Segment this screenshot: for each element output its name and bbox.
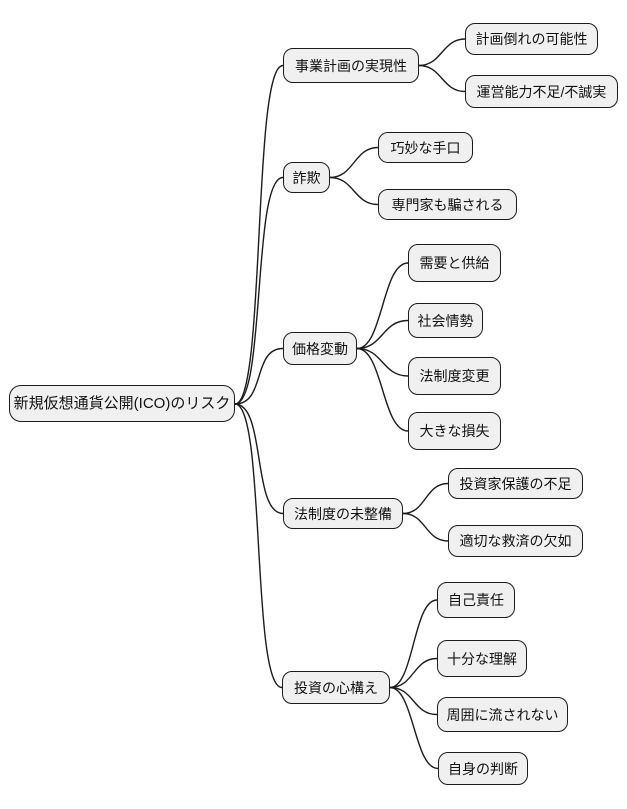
connector-investor-mindset-to-leaf-0 (389, 599, 438, 689)
connector-root-to-branch-price-volatility (234, 347, 284, 405)
leaf-node-lack-of-remedies: 適切な救済の欠如 (448, 525, 583, 557)
connector-business-plan-to-leaf-0 (418, 38, 466, 67)
root-node-ico-risk: 新規仮想通貨公開(ICO)のリスク (9, 385, 235, 422)
leaf-node-legal-changes: 法制度変更 (408, 357, 501, 395)
branch-node-investor-mindset: 投資の心構え (282, 671, 390, 704)
connector-legal-system-to-leaf-0 (402, 482, 449, 515)
leaf-node-own-judgment: 自身の判断 (438, 752, 528, 785)
connector-root-to-branch-investor-mindset (234, 403, 283, 689)
leaf-node-full-understanding: 十分な理解 (437, 640, 527, 677)
leaf-node-big-losses: 大きな損失 (408, 412, 501, 450)
branch-node-legal-system: 法制度の未整備 (283, 498, 403, 529)
connector-root-to-branch-business-plan (234, 64, 284, 405)
connector-fraud-to-leaf-0 (329, 146, 379, 179)
connector-fraud-to-leaf-1 (329, 176, 379, 206)
connector-investor-mindset-to-leaf-3 (389, 686, 439, 770)
leaf-node-incompetence-dishonesty: 運営能力不足/不誠実 (465, 75, 618, 108)
connector-price-volatility-to-leaf-1 (356, 319, 409, 350)
leaf-node-self-responsibility: 自己責任 (437, 582, 515, 618)
connector-price-volatility-to-leaf-3 (356, 347, 409, 432)
branch-node-fraud: 詐欺 (283, 162, 330, 193)
connector-legal-system-to-leaf-1 (402, 512, 449, 542)
leaf-node-supply-demand: 需要と供給 (408, 244, 501, 282)
connector-price-volatility-to-leaf-0 (356, 262, 409, 350)
leaf-node-investor-protection-lack: 投資家保護の不足 (448, 468, 583, 499)
connector-root-to-branch-fraud (234, 176, 284, 405)
connector-investor-mindset-to-leaf-1 (389, 657, 438, 689)
leaf-node-clever-tricks: 巧妙な手口 (378, 132, 473, 163)
connector-investor-mindset-to-leaf-2 (389, 686, 438, 716)
leaf-node-social-conditions: 社会情勢 (408, 303, 483, 338)
leaf-node-experts-deceived: 専門家も騙される (378, 189, 517, 220)
branch-node-price-volatility: 価格変動 (283, 332, 357, 365)
connector-price-volatility-to-leaf-2 (356, 347, 409, 377)
leaf-node-plan-failure: 計画倒れの可能性 (465, 23, 598, 55)
leaf-node-dont-follow-crowd: 周囲に流されない (437, 697, 568, 732)
connector-business-plan-to-leaf-1 (418, 64, 466, 93)
branch-node-business-plan: 事業計画の実現性 (283, 48, 419, 83)
connector-root-to-branch-legal-system (234, 403, 284, 515)
